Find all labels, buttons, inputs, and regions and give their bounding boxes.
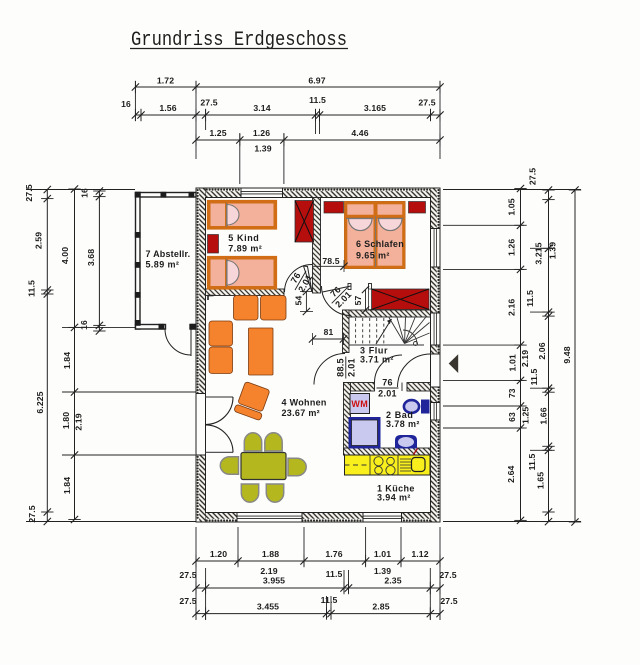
svg-text:7.89 m²: 7.89 m² (228, 244, 262, 254)
svg-text:1.39: 1.39 (374, 566, 391, 576)
svg-text:11.5: 11.5 (525, 290, 535, 307)
svg-text:3.94 m²: 3.94 m² (377, 493, 411, 503)
svg-text:11.5: 11.5 (527, 454, 537, 471)
svg-text:5.89 m²: 5.89 m² (146, 260, 180, 270)
svg-text:2 Bad: 2 Bad (386, 410, 414, 420)
svg-text:11.5: 11.5 (326, 569, 343, 579)
svg-text:76: 76 (289, 271, 303, 285)
svg-text:2.19: 2.19 (260, 566, 277, 576)
svg-text:7 Abstellr.: 7 Abstellr. (146, 249, 191, 259)
svg-text:1.25: 1.25 (521, 407, 531, 424)
svg-text:1.26: 1.26 (507, 239, 517, 256)
svg-text:16: 16 (121, 99, 131, 109)
svg-text:1.72: 1.72 (157, 76, 174, 86)
svg-text:11.5: 11.5 (321, 595, 338, 605)
svg-text:1.20: 1.20 (210, 549, 227, 559)
svg-text:23.67 m²: 23.67 m² (282, 408, 320, 418)
svg-text:2.85: 2.85 (372, 602, 389, 612)
svg-text:3.68: 3.68 (86, 249, 96, 266)
svg-text:27.5: 27.5 (528, 168, 538, 185)
svg-text:63: 63 (507, 412, 517, 422)
svg-text:78.5: 78.5 (322, 256, 339, 266)
svg-text:1.88: 1.88 (262, 549, 279, 559)
svg-text:3.14: 3.14 (253, 103, 270, 113)
svg-text:1.01: 1.01 (508, 354, 518, 371)
svg-text:6 Schlafen: 6 Schlafen (356, 239, 404, 249)
svg-text:11.5: 11.5 (309, 95, 326, 105)
svg-text:3.165: 3.165 (364, 103, 386, 113)
svg-text:3.455: 3.455 (257, 602, 279, 612)
svg-text:88.5: 88.5 (335, 358, 345, 377)
svg-text:2.35: 2.35 (384, 576, 401, 586)
svg-text:3.955: 3.955 (263, 576, 285, 586)
svg-text:1.80: 1.80 (61, 412, 71, 429)
svg-text:27.5: 27.5 (440, 596, 457, 606)
svg-text:1.01: 1.01 (374, 549, 391, 559)
svg-text:1.39: 1.39 (548, 242, 558, 259)
svg-text:27.5: 27.5 (418, 98, 435, 108)
svg-text:4.00: 4.00 (60, 247, 70, 264)
svg-text:3.71 m²: 3.71 m² (360, 355, 394, 365)
svg-text:1.26: 1.26 (253, 128, 270, 138)
svg-text:3.215: 3.215 (534, 242, 544, 264)
svg-text:11.5: 11.5 (26, 280, 36, 297)
svg-text:2.01: 2.01 (346, 358, 356, 377)
svg-text:6.97: 6.97 (308, 76, 325, 86)
svg-text:3 Flur: 3 Flur (360, 346, 388, 356)
svg-text:16: 16 (79, 320, 89, 330)
svg-text:1.66: 1.66 (539, 407, 549, 424)
svg-text:27.5: 27.5 (179, 596, 196, 606)
svg-text:9.65 m²: 9.65 m² (356, 251, 390, 261)
svg-text:1.05: 1.05 (507, 198, 517, 215)
svg-text:Grundriss Erdgeschoss: Grundriss Erdgeschoss (131, 29, 347, 52)
svg-text:1.56: 1.56 (159, 103, 176, 113)
svg-text:2.16: 2.16 (507, 299, 517, 316)
svg-text:6.225: 6.225 (35, 391, 45, 413)
svg-text:1.25: 1.25 (209, 128, 226, 138)
svg-text:27.5: 27.5 (27, 505, 37, 522)
svg-text:3.78 m²: 3.78 m² (386, 419, 420, 429)
svg-text:2.19: 2.19 (520, 350, 530, 367)
svg-text:4.46: 4.46 (351, 128, 368, 138)
svg-text:16: 16 (80, 188, 90, 198)
svg-text:2.64: 2.64 (506, 465, 516, 482)
svg-text:11.5: 11.5 (529, 369, 539, 386)
svg-text:5 Kind: 5 Kind (228, 233, 259, 243)
svg-text:73: 73 (507, 388, 517, 398)
svg-text:27.5: 27.5 (24, 184, 34, 201)
svg-text:1.84: 1.84 (62, 477, 72, 494)
svg-text:27.5: 27.5 (439, 570, 456, 580)
svg-text:2.01: 2.01 (378, 389, 397, 399)
svg-text:2.06: 2.06 (537, 342, 547, 359)
svg-text:1.65: 1.65 (536, 472, 546, 489)
svg-text:27.5: 27.5 (200, 98, 217, 108)
svg-text:1 Küche: 1 Küche (377, 484, 415, 494)
svg-text:2.19: 2.19 (74, 413, 84, 430)
svg-text:2.59: 2.59 (34, 232, 44, 249)
svg-text:1.39: 1.39 (254, 144, 271, 154)
svg-text:9.48: 9.48 (562, 346, 572, 363)
svg-text:54: 54 (294, 296, 304, 306)
svg-text:WM: WM (351, 399, 368, 409)
svg-text:4 Wohnen: 4 Wohnen (282, 398, 327, 408)
svg-text:1.76: 1.76 (325, 549, 342, 559)
svg-text:76: 76 (382, 378, 393, 388)
svg-text:81: 81 (324, 327, 334, 337)
svg-text:1.12: 1.12 (411, 549, 428, 559)
svg-text:1.84: 1.84 (62, 352, 72, 369)
svg-text:27.5: 27.5 (179, 570, 196, 580)
svg-text:57: 57 (353, 296, 363, 306)
